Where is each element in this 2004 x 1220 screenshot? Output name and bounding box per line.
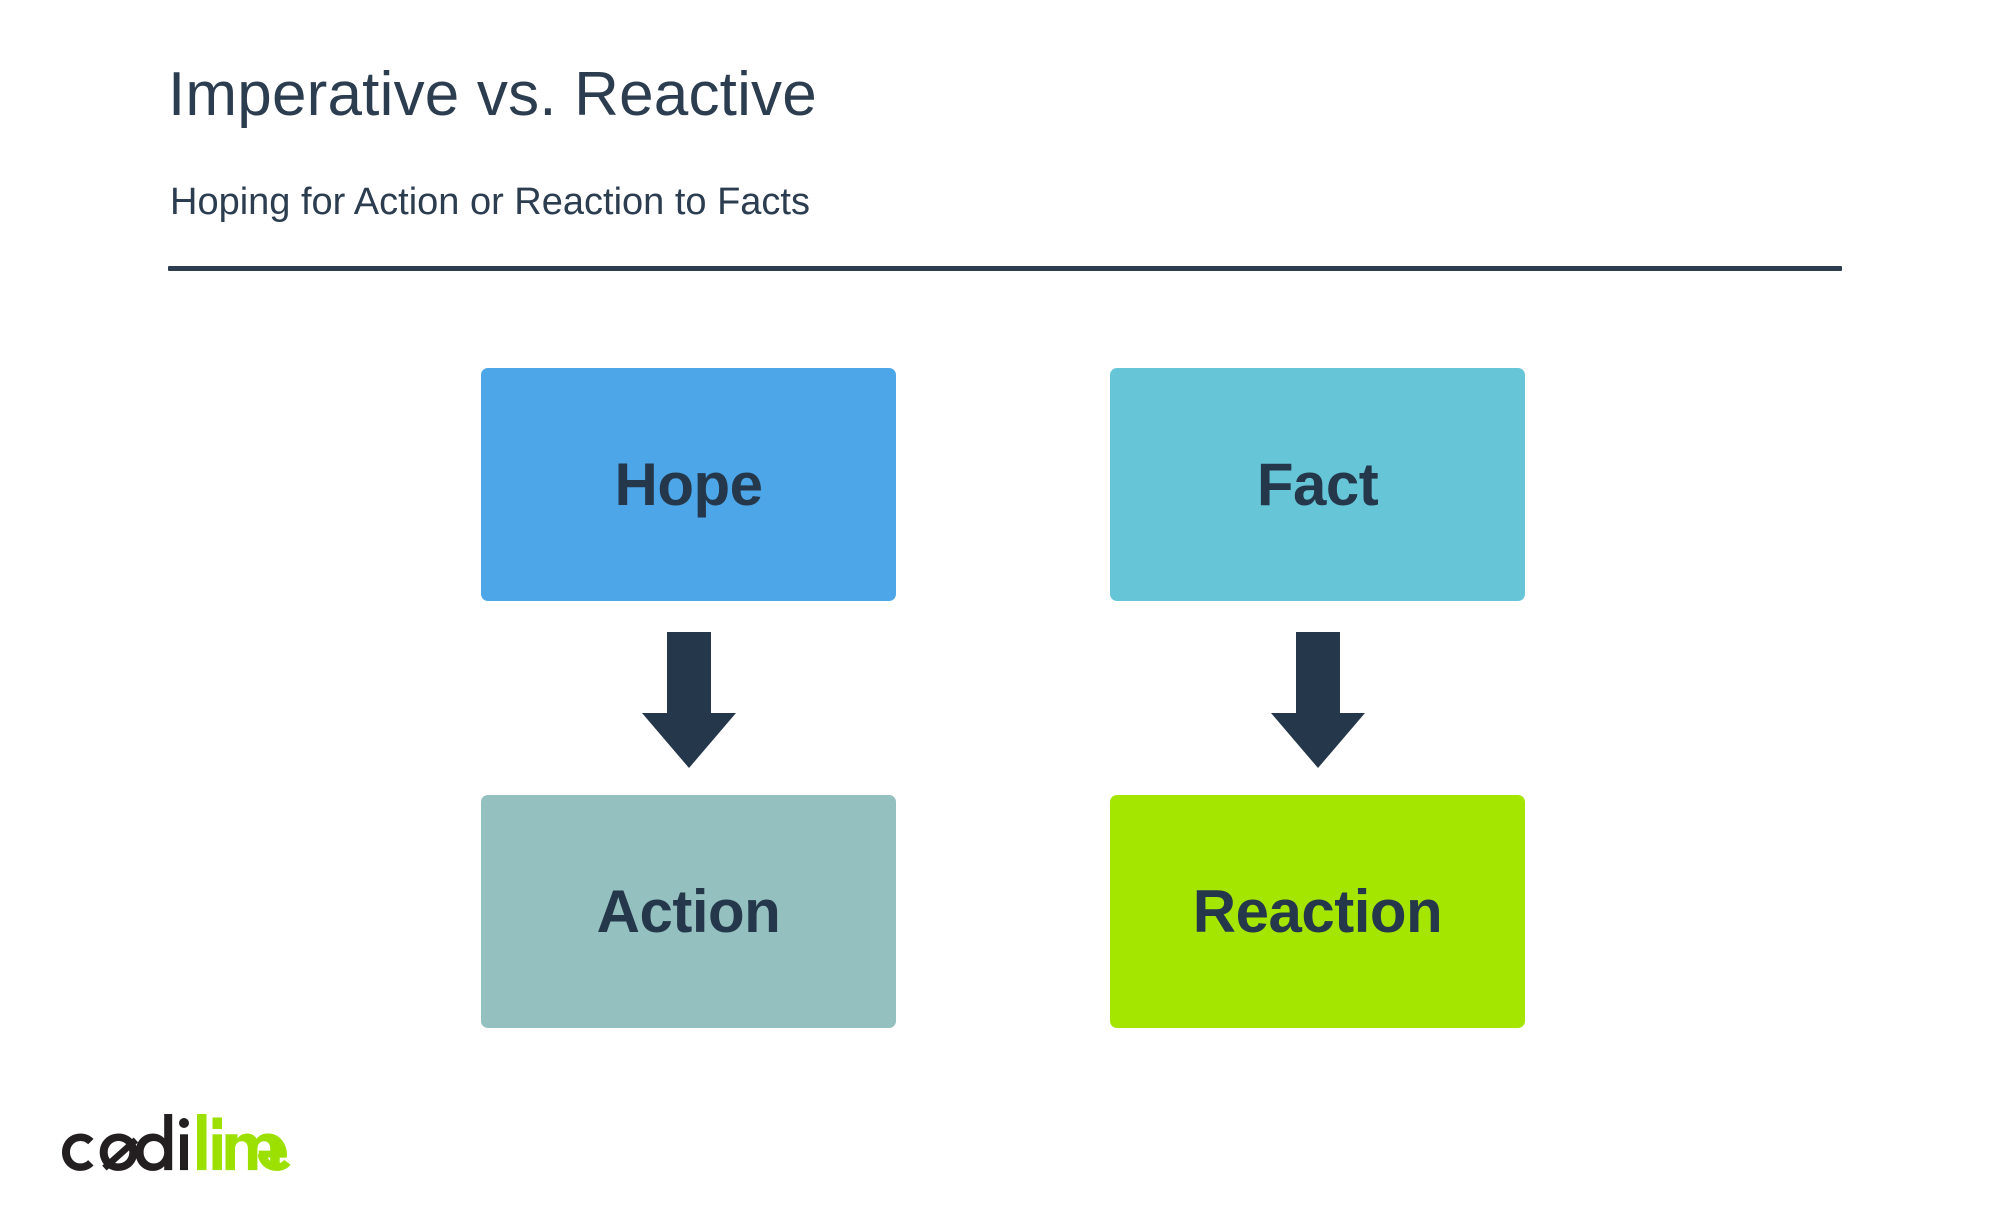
node-hope[interactable]: Hope	[481, 368, 896, 601]
page-subtitle: Hoping for Action or Reaction to Facts	[170, 181, 810, 223]
node-action-label: Action	[596, 877, 781, 945]
down-arrow-icon	[642, 632, 736, 768]
flow-column-reactive: Fact Reaction	[1110, 368, 1525, 1032]
header-divider	[168, 266, 1842, 271]
node-action[interactable]: Action	[481, 795, 896, 1028]
logo-lime	[197, 1114, 291, 1171]
down-arrow-icon	[1271, 632, 1365, 768]
codilime-logo: codilime	[60, 1112, 295, 1182]
node-fact-label: Fact	[1256, 450, 1379, 518]
flow-column-imperative: Hope Action	[481, 368, 896, 1032]
node-hope-label: Hope	[614, 450, 764, 518]
node-reaction[interactable]: Reaction	[1110, 795, 1525, 1028]
node-fact[interactable]: Fact	[1110, 368, 1525, 601]
logo-codi	[62, 1114, 189, 1171]
page-title: Imperative vs. Reactive	[168, 60, 817, 129]
node-reaction-label: Reaction	[1192, 877, 1443, 945]
